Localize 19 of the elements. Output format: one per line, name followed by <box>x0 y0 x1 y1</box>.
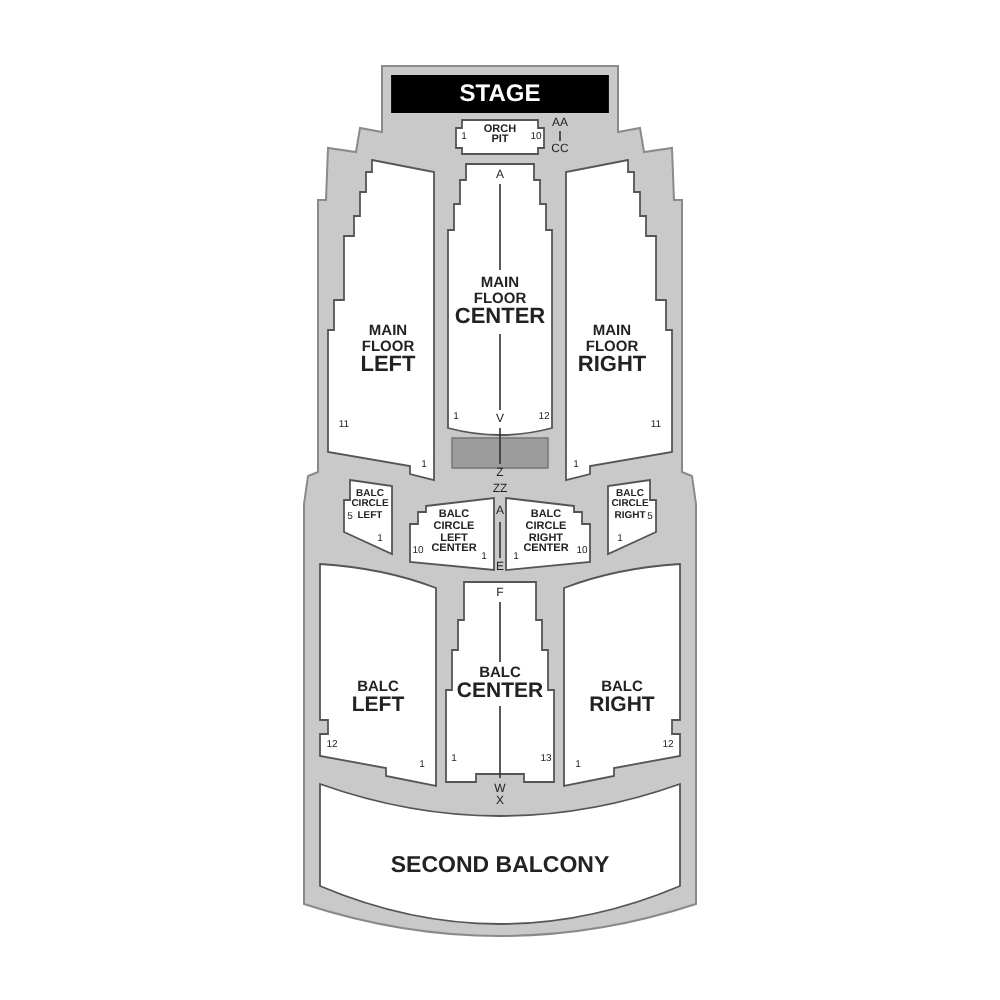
seating-section <box>608 480 656 554</box>
seating-section <box>344 480 392 554</box>
seating-section <box>566 160 672 480</box>
section-label: SECOND BALCONY <box>390 853 610 879</box>
section-label: LEFT <box>351 694 405 717</box>
seating-section <box>320 784 680 924</box>
seating-section <box>448 164 552 436</box>
section-label: RIGHT <box>589 694 655 717</box>
seating-section <box>328 160 434 480</box>
section-label: CENTER <box>456 680 544 703</box>
seating-section <box>506 498 590 570</box>
stage-block <box>392 76 608 112</box>
stage-label: STAGE <box>459 81 541 107</box>
section-label: RIGHT <box>577 354 647 378</box>
seating-section <box>446 582 554 782</box>
seating-section <box>410 498 494 570</box>
section-label: CENTER <box>454 306 546 330</box>
section-label: LEFT <box>360 354 416 378</box>
orchestra-pit <box>456 120 544 154</box>
